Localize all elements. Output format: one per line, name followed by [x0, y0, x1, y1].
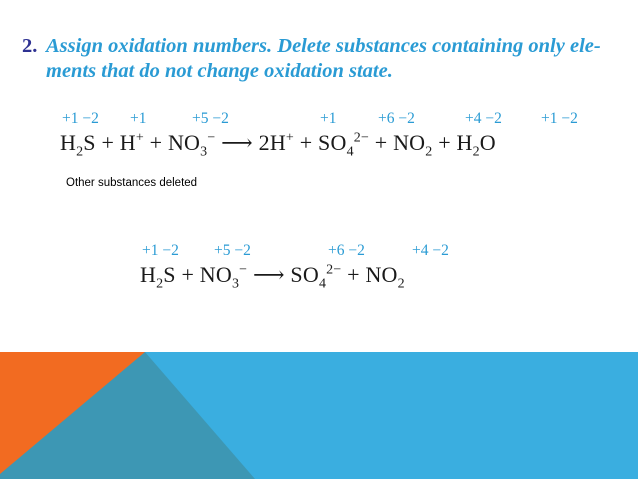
- ox-number: +1: [130, 110, 147, 127]
- heading-line-2: ments that do not change oxidation state…: [46, 60, 393, 82]
- formula-hplus: H+: [119, 130, 144, 155]
- instruction-heading: 2. Assign oxidation numbers. Delete subst…: [22, 34, 622, 84]
- formula-no2: NO2: [393, 130, 433, 160]
- orange-triangle: [0, 352, 145, 474]
- plus-sign: +: [347, 262, 360, 287]
- formula-so4-ion: SO42−: [318, 130, 370, 160]
- formula-no3-ion: NO3−: [199, 262, 248, 292]
- ox-number: +1 −2: [541, 110, 578, 127]
- formula-h2s: H2S: [60, 130, 96, 160]
- ox-number: +1 −2: [62, 110, 99, 127]
- plus-sign: +: [438, 130, 451, 155]
- formula-h2o: H2O: [456, 130, 496, 160]
- full-equation: H2S + H+ + NO3− ⟶ 2H+ + SO42− + NO2 + H2…: [60, 130, 496, 160]
- plus-sign: +: [181, 262, 195, 287]
- reaction-arrow: ⟶: [221, 130, 253, 155]
- plus-sign: +: [101, 130, 115, 155]
- formula-so4-ion: SO42−: [290, 262, 342, 292]
- plus-sign: +: [374, 130, 388, 155]
- ox-number: +1: [320, 110, 337, 127]
- formula-2hplus: 2H+: [258, 130, 295, 155]
- formula-h2s: H2S: [140, 262, 176, 292]
- ox-number: +1 −2: [142, 242, 179, 259]
- ox-number: +6 −2: [378, 110, 415, 127]
- plus-sign: +: [299, 130, 313, 155]
- heading-line-1: Assign oxidation numbers. Delete substan…: [46, 35, 601, 57]
- ox-number: +5 −2: [192, 110, 229, 127]
- ox-number: +6 −2: [328, 242, 365, 259]
- ox-number: +5 −2: [214, 242, 251, 259]
- deleted-note: Other substances deleted: [66, 177, 198, 189]
- step-number: 2.: [22, 35, 38, 57]
- reduced-equation: H2S + NO3− ⟶ SO42− + NO2: [140, 262, 405, 292]
- plus-sign: +: [149, 130, 163, 155]
- formula-no2: NO2: [365, 262, 405, 292]
- formula-no3-ion: NO3−: [167, 130, 216, 160]
- ox-number: +4 −2: [465, 110, 502, 127]
- ox-number: +4 −2: [412, 242, 449, 259]
- reaction-arrow: ⟶: [252, 262, 285, 287]
